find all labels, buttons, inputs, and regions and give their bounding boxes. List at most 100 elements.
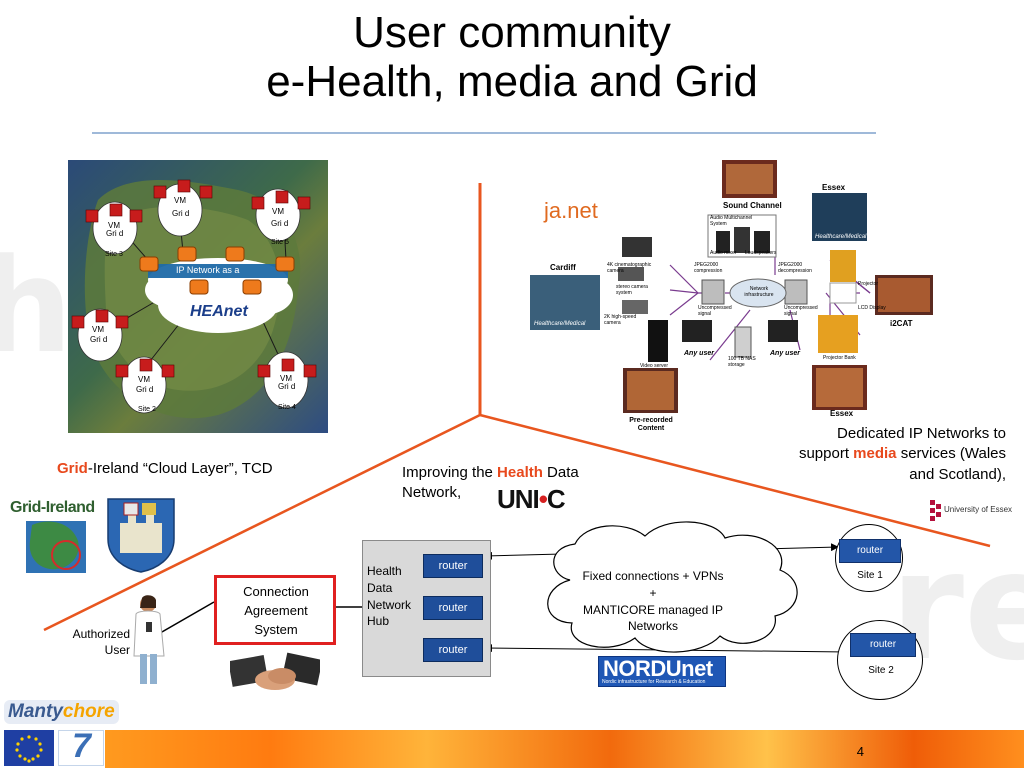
label-projector-bank: Projector Bank [823, 355, 856, 361]
grid-caption-highlight: Grid [57, 460, 88, 477]
fp7-logo: 7 [58, 727, 104, 766]
label-sound-channel: Sound Channel [723, 201, 782, 210]
label-audio-mixer: Audio mixer [710, 250, 737, 256]
cloud-text-line-4: Networks [627, 619, 678, 634]
eu-flag [4, 730, 54, 766]
media-network-diagram: Cardiff Sound Channel Essex Healthcare/M… [530, 155, 940, 435]
label-jpeg-decompression: JPEG2000 decompression [778, 262, 812, 274]
nordunet-logo-subtitle: Nordic infrastructure for Research & Edu… [602, 679, 706, 685]
hub-router-3[interactable]: router [423, 638, 483, 662]
grid-ireland-logo-image [10, 497, 100, 573]
health-caption-line-1: Improving the Health Data [402, 463, 579, 483]
vm-label-2: VM [138, 375, 150, 384]
vm-label-3: VM [108, 221, 120, 230]
site-label-2: Site 2 [138, 406, 156, 413]
health-data-network-hub: Health Data Network Hub router router ro… [362, 540, 491, 677]
label-audio-system: Audio Multichannel System [710, 215, 753, 227]
unic-logo-left: UNI [497, 484, 540, 514]
grid-cloud-label-2: Gri d [136, 385, 154, 394]
cloud-text-line-3: MANTICORE managed IP [582, 602, 724, 617]
media-caption: Dedicated IP Networks to support media s… [730, 424, 1006, 485]
label-healthcare-1: Healthcare/Medical [534, 321, 586, 327]
site-2-router[interactable]: router [850, 633, 916, 657]
site-label-3: Site 3 [105, 251, 123, 258]
grid-map-drawing [71, 179, 317, 419]
media-caption-line-3: and Scotland), [909, 465, 1006, 483]
nordunet-logo: NORDUnet Nordic infrastructure for Resea… [598, 656, 726, 687]
cloud-text: Fixed connections + VPNs + MANTICORE man… [560, 568, 746, 635]
essex-logo-mark [930, 500, 941, 521]
site-label-5: Site 5 [271, 239, 289, 246]
site-2-label: Site 2 [868, 665, 894, 676]
grid-cloud-label-left: Gri d [90, 335, 108, 344]
grid-cloud-label-3: Gri d [106, 229, 124, 238]
grid-ireland-logo: Grid-Ireland [10, 497, 100, 577]
health-caption-highlight: Health [497, 464, 543, 481]
grid-cloud-label-4: Gri d [278, 382, 296, 391]
mantychore-logo-left: Manty [8, 701, 63, 722]
mantychore-logo-right: chore [62, 701, 115, 722]
label-healthcare-2: Healthcare/Medical [815, 234, 867, 240]
connection-agreement-label: Connection Agreement System [243, 584, 309, 637]
vm-label-5: VM [272, 207, 284, 216]
page-number: 4 [856, 744, 864, 759]
mantychore-logo: Mantychore [4, 700, 119, 724]
nordunet-logo-text: NORDUnet [603, 656, 713, 681]
media-caption-line-2: support media services (Wales [730, 444, 1006, 464]
label-nas: 100 TB NAS storage [728, 356, 756, 368]
label-i2cat: i2CAT [890, 319, 913, 328]
media-caption-line-1: Dedicated IP Networks to [837, 425, 1006, 442]
label-video-server: Video server [640, 363, 668, 369]
site-2: router Site 2 [837, 620, 923, 700]
janet-logo: ja.net [544, 198, 598, 224]
label-essex-top: Essex [822, 183, 846, 192]
grid-caption: Grid-Ireland “Cloud Layer”, TCD [57, 459, 273, 479]
label-uncompressed-2: Uncompressed signal [784, 305, 818, 317]
grid-caption-text: -Ireland “Cloud Layer”, TCD [87, 460, 273, 477]
footer-bar [105, 730, 1024, 768]
eu-stars-icon [15, 735, 43, 763]
site-1-label: Site 1 [857, 570, 883, 581]
slide-title: User community e-Health, media and Grid [0, 8, 1024, 107]
label-any-user-1: Any user [684, 350, 714, 357]
label-cam-4k: 4K cinematographic camera [607, 262, 652, 274]
site-1: router Site 1 [835, 524, 903, 592]
connection-agreement-system[interactable]: Connection Agreement System [214, 575, 336, 645]
cloud-text-line-1: Fixed connections + VPNs [582, 569, 724, 583]
title-line-2: e-Health, media and Grid [266, 57, 758, 107]
tcd-crest [106, 497, 176, 573]
label-essex-bottom: Essex [830, 409, 854, 418]
doctor-figure [133, 595, 165, 684]
label-network-infra: Network infrastructure [744, 286, 774, 298]
grid-cloud-label-5: Gri d [271, 219, 289, 228]
unic-logo-right: C [546, 484, 566, 514]
unic-logo: UNI•C [497, 484, 566, 515]
media-caption-support: support [798, 445, 854, 463]
hub-router-1[interactable]: router [423, 554, 483, 578]
grid-ireland-logo-text: Grid-Ireland [10, 499, 95, 516]
media-caption-rest: services (Wales [896, 445, 1006, 463]
health-caption-line-2: Network, [402, 484, 462, 502]
site-1-router[interactable]: router [839, 539, 901, 563]
health-caption-prefix: Improving the [402, 464, 498, 481]
vm-label-top: VM [174, 196, 186, 205]
vm-label-4: VM [280, 374, 292, 383]
media-network-drawing [530, 160, 933, 413]
vm-label-left: VM [92, 325, 104, 334]
label-lcd: LCD Display [858, 305, 886, 311]
authorized-user-label: Authorized User [72, 627, 130, 658]
label-projector: Projector [858, 281, 879, 287]
hub-router-2[interactable]: router [423, 596, 483, 620]
unic-logo-dot: • [538, 484, 548, 514]
grid-cloud-label-top: Gri d [172, 209, 190, 218]
janet-logo-text: ja.net [544, 198, 598, 223]
label-prerecorded: Pre-recorded Content [629, 417, 673, 432]
label-any-user-2: Any user [770, 350, 800, 357]
handshake-image [230, 652, 320, 690]
fp7-logo-number: 7 [72, 727, 91, 765]
heanet-logo: HEAnet [190, 303, 248, 320]
label-loudspeakers: Loudspeakers [745, 250, 777, 256]
label-jpeg-compression: JPEG2000 compression [694, 262, 723, 274]
label-cam-stereo: stereo camera system [616, 284, 648, 296]
